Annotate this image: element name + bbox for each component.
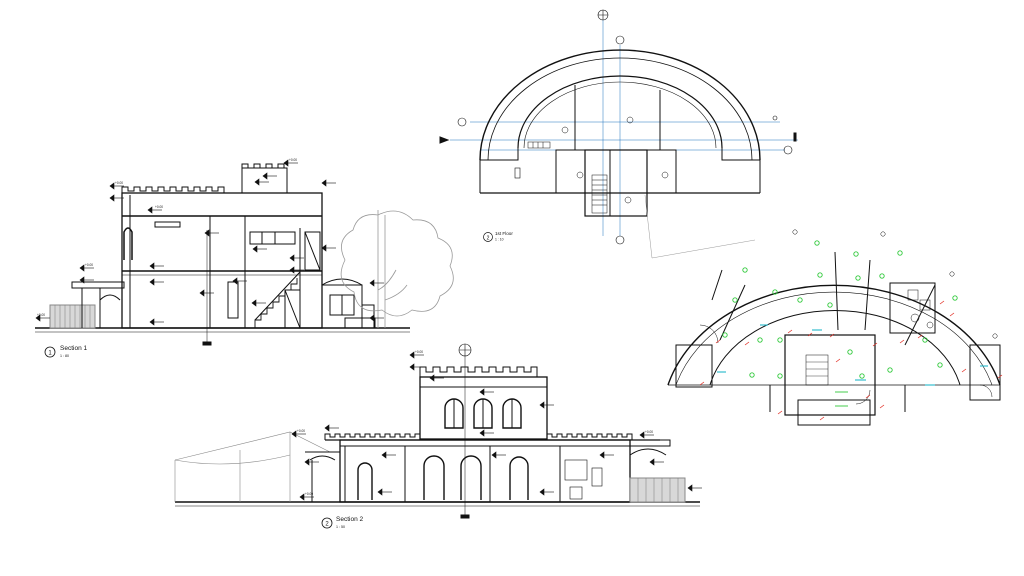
- level-marker-icon: [324, 424, 339, 432]
- level-marker-icon: [109, 182, 124, 190]
- level-marker-icon: [149, 278, 164, 286]
- grid-bubble-icon: [615, 35, 625, 45]
- level-marker-icon: [79, 264, 94, 272]
- drawing-title: Section 2: [336, 516, 363, 523]
- level-marker-icon: [377, 488, 392, 496]
- level-tag: +0.00: [155, 205, 163, 209]
- light-fixture-icon: [722, 240, 958, 407]
- level-marker-icon: [369, 314, 384, 322]
- light-fixture-icon: [717, 324, 988, 386]
- level-marker-icon: [35, 314, 50, 322]
- first-floor-plan: [439, 9, 798, 259]
- level-marker-icon: [289, 266, 304, 274]
- level-marker-icon: [232, 277, 247, 285]
- drawing-scale: 1 : 50: [336, 525, 345, 529]
- level-marker-icon: [539, 488, 554, 496]
- section-head-icon: [321, 517, 333, 529]
- drawing-scale: 1 : 10: [495, 238, 504, 242]
- drawing-number: 2: [487, 236, 490, 242]
- level-marker-icon: [649, 458, 664, 466]
- level-marker-icon: [479, 429, 494, 437]
- level-marker-icon: [204, 229, 219, 237]
- level-marker-icon: [299, 493, 314, 501]
- level-marker-icon: [149, 262, 164, 270]
- level-marker-icon: [289, 254, 304, 262]
- level-marker-icon: [539, 401, 554, 409]
- drawing-number: 2: [325, 522, 329, 528]
- level-tag: +0.00: [37, 313, 45, 317]
- level-tag: +0.00: [305, 492, 313, 496]
- level-marker-icon: [254, 178, 269, 186]
- lighting-plan: [667, 229, 1001, 426]
- section-head-icon: [44, 346, 56, 358]
- section-2-title-block: 2 Section 2 1 : 50: [321, 516, 363, 529]
- level-tag: +0.00: [645, 430, 653, 434]
- level-marker-icon: [381, 451, 396, 459]
- section-1-level-markers: [35, 159, 384, 326]
- grid-bubble-icon: [615, 235, 625, 245]
- grid-bubble-icon: [783, 145, 793, 155]
- switch-markers: [699, 300, 1003, 421]
- level-marker-icon: [79, 276, 94, 284]
- section-1-title-block: 1 Section 1 1 : 80: [44, 345, 87, 358]
- level-tag: +0.00: [115, 181, 123, 185]
- level-tag: +0.00: [415, 350, 423, 354]
- level-marker-icon: [409, 363, 424, 371]
- level-marker-icon: [109, 194, 124, 202]
- level-tag: +0.00: [85, 263, 93, 267]
- level-marker-icon: [149, 318, 164, 326]
- level-marker-icon: [252, 245, 267, 253]
- level-marker-icon: [321, 244, 336, 252]
- tree-outline-icon: [340, 210, 454, 328]
- section-head-icon: [458, 343, 472, 357]
- drawing-title: Section 1: [60, 345, 87, 352]
- level-marker-icon: [491, 451, 506, 459]
- section-2-level-markers: [291, 351, 702, 501]
- grid-bubble-icon: [597, 9, 609, 21]
- level-marker-icon: [687, 484, 702, 492]
- section-1-drawing: [35, 163, 410, 346]
- level-marker-icon: [147, 206, 162, 214]
- level-marker-icon: [369, 279, 384, 287]
- level-marker-icon: [304, 458, 319, 466]
- level-marker-icon: [251, 299, 266, 307]
- level-marker-icon: [199, 289, 214, 297]
- grid-bubble-icon: [457, 117, 467, 127]
- level-marker-icon: [429, 374, 444, 382]
- level-marker-icon: [321, 179, 336, 187]
- grid-bubble-icon: [772, 115, 778, 121]
- level-tag: +0.00: [289, 158, 297, 162]
- section-head-icon: [483, 232, 493, 242]
- first-floor-title-block: 2 1st Floor 1 : 10: [483, 231, 513, 242]
- level-marker-icon: [479, 388, 494, 396]
- level-marker-icon: [283, 159, 298, 167]
- level-tag: +0.00: [297, 429, 305, 433]
- drawing-title: 1st Floor: [495, 231, 513, 236]
- level-marker-icon: [639, 431, 654, 439]
- drawing-number: 1: [48, 351, 52, 357]
- level-marker-icon: [599, 451, 614, 459]
- section-2-drawing: [174, 343, 700, 519]
- level-marker-icon: [291, 430, 306, 438]
- drawing-scale: 1 : 80: [60, 354, 69, 358]
- level-marker-icon: [409, 351, 424, 359]
- level-marker-icon: [262, 172, 277, 180]
